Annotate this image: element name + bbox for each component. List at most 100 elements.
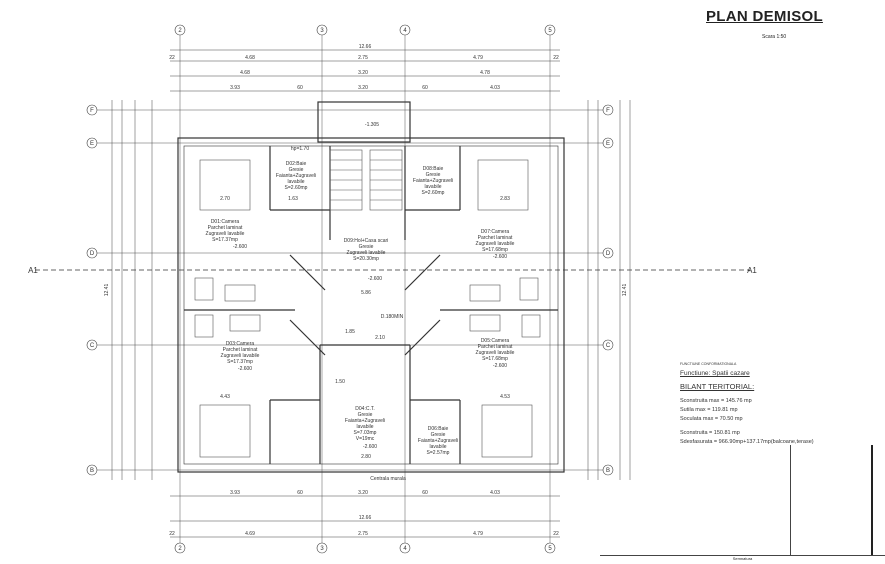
axis-label: 2 — [178, 546, 182, 552]
room-d04-line: S=7.03mp — [354, 430, 377, 436]
dimension: 3.20 — [358, 70, 368, 76]
room-d08-line: Faianta+Zugraveli — [413, 178, 453, 184]
boiler-label: Centrala murala — [370, 476, 406, 482]
room-d03-line: S=17.37mp — [227, 359, 253, 365]
room-d09-line: S=20.30mp — [353, 256, 379, 262]
title-block-frame — [790, 445, 873, 555]
room-d06-line: lavabile — [430, 444, 447, 450]
dimension: 3.20 — [358, 490, 368, 496]
dimension: 12.41 — [622, 284, 628, 297]
room-d04-line: Faianta+Zugraveli — [345, 418, 385, 424]
axis-label: E — [606, 141, 610, 147]
dimension: 4.03 — [490, 490, 500, 496]
level-mark: -2.600 — [363, 444, 377, 450]
dimension: 3.20 — [358, 85, 368, 91]
room-d05-line: Parchet laminat — [478, 344, 513, 350]
axis-label: 2 — [178, 28, 182, 34]
legend-line: Sdesfasurata = 966.90mp+137.17mp(balcoan… — [680, 439, 814, 445]
legend-line: Sconstruita = 150.81 mp — [680, 430, 740, 436]
room-d07-line: S=17.68mp — [482, 247, 508, 253]
title-block-strip: Semnatura — [600, 555, 885, 564]
level-mark: -2.600 — [493, 363, 507, 369]
dimension: 4.53 — [500, 394, 510, 400]
axis-label: D — [606, 251, 611, 257]
section-marker: A1 — [28, 266, 38, 275]
room-d09-line: Zugraveli lavabile — [347, 250, 386, 256]
walls — [177, 101, 565, 473]
axis-label: C — [90, 343, 95, 349]
signature-label: Semnatura — [732, 556, 753, 561]
room-d02-line: lavabile — [288, 179, 305, 185]
room-d06-line: D06:Baie — [428, 426, 449, 432]
room-d02-line: S=2.60mp — [285, 185, 308, 191]
axis-label: B — [90, 468, 94, 474]
dimension: 4.68 — [245, 55, 255, 61]
room-d04-line: Gresie — [358, 412, 373, 418]
section-marker: A1 — [747, 266, 757, 275]
axis-label: 4 — [403, 28, 407, 34]
armchairs — [194, 277, 541, 338]
room-d07-line: D07:Camera — [481, 229, 510, 235]
dimension: 4.68 — [240, 70, 250, 76]
legend-block: FUNCTIUNE CONFORMATIONALA Functiune: Spa… — [680, 360, 814, 447]
beds — [199, 159, 533, 458]
dimension: 4.79 — [473, 55, 483, 61]
dimension: 4.43 — [220, 394, 230, 400]
room-d01-line: S=17.37mp — [212, 237, 238, 243]
dimension: 3.93 — [230, 85, 240, 91]
legend-heading: BILANT TERITORIAL: — [680, 382, 755, 391]
room-d09-line: D09:Hol+Casa scari — [344, 238, 389, 244]
dimension: 1.63 — [288, 196, 298, 202]
legend-line: Soculata max = 70.50 mp — [680, 416, 743, 422]
room-d06-line: Faianta+Zugraveli — [418, 438, 458, 444]
axis-label: F — [90, 108, 94, 114]
level-mark: -2.600 — [233, 244, 247, 250]
dimension: 2.10 — [375, 335, 385, 341]
axis-label: F — [606, 108, 610, 114]
dimension: 22 — [169, 55, 175, 61]
dimension: 60 — [422, 490, 428, 496]
stair-level: -1.305 — [365, 122, 379, 128]
room-d06-line: Gresie — [431, 432, 446, 438]
room-d08-line: lavabile — [425, 184, 442, 190]
dimension: 3.93 — [230, 490, 240, 496]
dimension: 4.69 — [245, 531, 255, 537]
dimension-lines — [111, 49, 631, 538]
axis-label: 5 — [548, 28, 552, 34]
dimension: 22 — [553, 531, 559, 537]
dimension: 12.66 — [359, 44, 372, 50]
legend-line: Sconstruita max = 145.76 mp — [680, 398, 752, 404]
grid-axes — [95, 35, 610, 545]
dimension: 22 — [553, 55, 559, 61]
dimension: 12.66 — [359, 515, 372, 521]
room-d09-line: Gresie — [359, 244, 374, 250]
room-d01-line: Zugraveli lavabile — [206, 231, 245, 237]
dimension: 2.80 — [361, 454, 371, 460]
axis-label: 5 — [548, 546, 552, 552]
room-d03-line: Zugraveli lavabile — [221, 353, 260, 359]
dimension: 1.85 — [345, 329, 355, 335]
dimension: 60 — [297, 85, 303, 91]
window-height: hp=1.70 — [291, 146, 309, 152]
level-mark: -2.600 — [368, 276, 382, 282]
room-d03-line: Parchet laminat — [223, 347, 258, 353]
dimension: 2.75 — [358, 55, 368, 61]
dimension: 5.86 — [361, 290, 371, 296]
room-d02-line: Gresie — [289, 167, 304, 173]
axis-label: E — [90, 141, 94, 147]
dimension: 22 — [169, 531, 175, 537]
page-title: PLAN DEMISOL — [706, 8, 823, 25]
room-d05-line: S=17.68mp — [482, 356, 508, 362]
axis-label: D — [90, 251, 95, 257]
axis-label: B — [606, 468, 610, 474]
axis-label: 4 — [403, 546, 407, 552]
dimension: 12.41 — [104, 284, 110, 297]
